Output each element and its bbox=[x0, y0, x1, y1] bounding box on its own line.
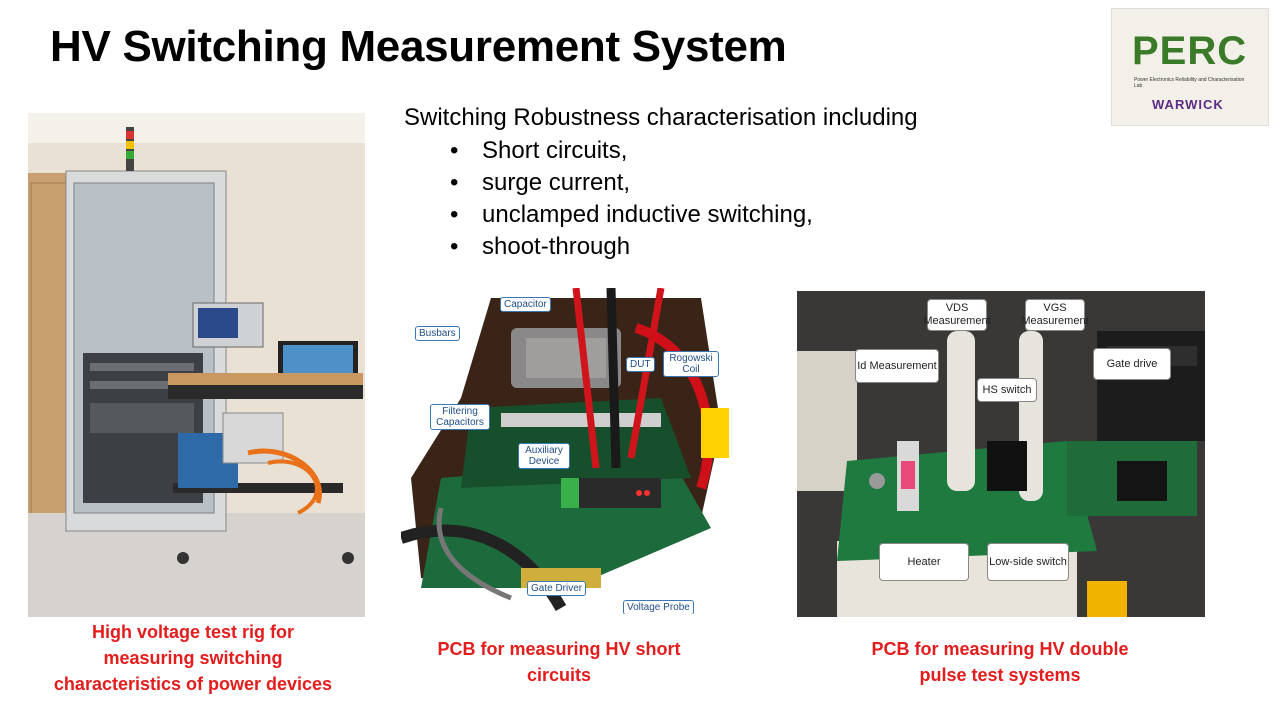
low-side-callout: Low-side switch bbox=[987, 543, 1069, 581]
perc-logo: PERC Power Electronics Reliability and C… bbox=[1111, 8, 1269, 126]
short-circuit-pcb-photo: Capacitor Busbars DUT Rogowski Coil Filt… bbox=[401, 288, 729, 614]
rogowski-callout: Rogowski Coil bbox=[663, 351, 719, 377]
rig-caption: High voltage test rig for measuring swit… bbox=[53, 622, 333, 694]
hs-switch-callout: HS switch bbox=[977, 378, 1037, 402]
gate-drive-callout: Gate drive bbox=[1093, 348, 1171, 380]
auxiliary-callout: Auxiliary Device bbox=[518, 443, 570, 469]
intro-text: Switching Robustness characterisation in… bbox=[404, 104, 918, 131]
logo-university: WARWICK bbox=[1152, 97, 1224, 112]
list-item: •shoot-through bbox=[450, 231, 813, 263]
double-pulse-caption: PCB for measuring HV double pulse test s… bbox=[871, 639, 1129, 685]
bullet-icon: • bbox=[450, 169, 459, 196]
list-item: •unclamped inductive switching, bbox=[450, 199, 813, 231]
gate-driver-callout: Gate Driver bbox=[527, 581, 587, 596]
double-pulse-pcb-photo: VDS Measurement VGS Measurement Id Measu… bbox=[797, 291, 1205, 617]
bullet-icon: • bbox=[450, 201, 459, 228]
dut-callout: DUT bbox=[626, 357, 655, 372]
logo-subtitle: Power Electronics Reliability and Charac… bbox=[1134, 77, 1245, 89]
short-circuit-caption: PCB for measuring HV short circuits bbox=[437, 639, 681, 685]
list-item: •surge current, bbox=[450, 167, 813, 199]
capacitor-callout: Capacitor bbox=[500, 297, 551, 312]
vgs-callout: VGS Measurement bbox=[1021, 299, 1089, 331]
page-title: HV Switching Measurement System bbox=[50, 22, 787, 71]
heater-callout: Heater bbox=[879, 543, 969, 581]
vds-callout: VDS Measurement bbox=[923, 299, 991, 331]
logo-name: PERC bbox=[1132, 29, 1248, 73]
filtering-callout: Filtering Capacitors bbox=[430, 404, 490, 430]
bullet-icon: • bbox=[450, 137, 459, 164]
test-rig-photo bbox=[28, 113, 365, 617]
list-item: •Short circuits, bbox=[450, 135, 813, 167]
voltage-probe-callout: Voltage Probe bbox=[623, 600, 694, 614]
bullet-list: •Short circuits, •surge current, •unclam… bbox=[450, 135, 813, 263]
busbars-callout: Busbars bbox=[415, 326, 460, 341]
id-callout: Id Measurement bbox=[855, 349, 939, 383]
bullet-icon: • bbox=[450, 233, 459, 260]
